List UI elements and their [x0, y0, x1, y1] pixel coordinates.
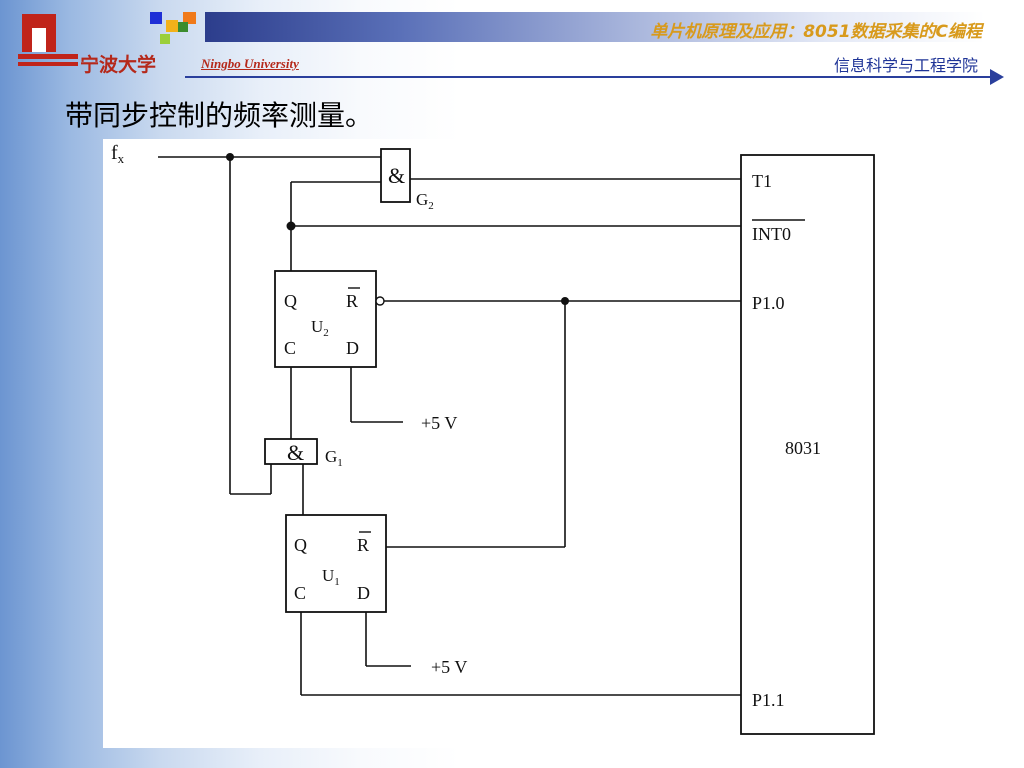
flipflop-u1-c: C [294, 583, 306, 603]
circuit-svg: & G2 Q R U2 C D +5 V & G1 Q R U1 C D +5 … [111, 142, 875, 735]
university-name-cn: 宁波大学 [80, 54, 157, 76]
university-name-en: Ningbo University [201, 56, 299, 71]
gate-g1-symbol: & [287, 440, 304, 465]
department-name: 信息科学与工程学院 [833, 56, 978, 75]
header-divider [185, 76, 995, 78]
header-arrow-icon [990, 69, 1004, 85]
junction-dot-int0 [286, 221, 296, 231]
mcu-pin-t1: T1 [752, 171, 772, 191]
gate-g1 [264, 438, 318, 465]
mcu-name: 8031 [785, 438, 821, 458]
flipflop-u1-q: Q [294, 535, 307, 555]
flipflop-u2-r-bubble [375, 296, 385, 306]
university-logo-icon [18, 14, 78, 66]
mcu-pin-int0: INT0 [752, 224, 791, 244]
junction-dot-p10 [561, 297, 569, 305]
gate-g2-label: G2 [416, 190, 434, 212]
gate-g1-label: G1 [325, 447, 343, 469]
slide-title: 带同步控制的频率测量。 [65, 99, 374, 132]
junction-dot-fx [226, 153, 234, 161]
flipflop-u2-q: Q [284, 291, 297, 311]
flipflop-u1-d: D [357, 583, 370, 603]
gate-g2 [380, 148, 411, 203]
gate-g2-symbol: & [388, 163, 405, 188]
header-gradient-bar [205, 12, 985, 42]
supply-label-top: +5 V [421, 413, 457, 433]
decorative-squares-icon [150, 12, 196, 44]
flipflop-u2-c: C [284, 338, 296, 358]
circuit-diagram: & G2 Q R U2 C D +5 V & G1 Q R U1 C D +5 … [103, 139, 893, 748]
mcu-pin-p11: P1.1 [752, 690, 785, 710]
flipflop-u1-r: R [357, 535, 369, 555]
flipflop-u2-r: R [346, 291, 358, 311]
mcu-8031 [740, 154, 875, 735]
input-label-fx: fx [111, 142, 125, 166]
flipflop-u1 [285, 514, 387, 613]
flipflop-u2 [274, 270, 377, 368]
junction-dots [226, 153, 569, 305]
course-title: 单片机原理及应用：8051数据采集的C编程 [650, 22, 982, 42]
wires [158, 156, 741, 696]
mcu-pin-p10: P1.0 [752, 293, 785, 313]
flipflop-u2-d: D [346, 338, 359, 358]
supply-label-bottom: +5 V [431, 657, 467, 677]
